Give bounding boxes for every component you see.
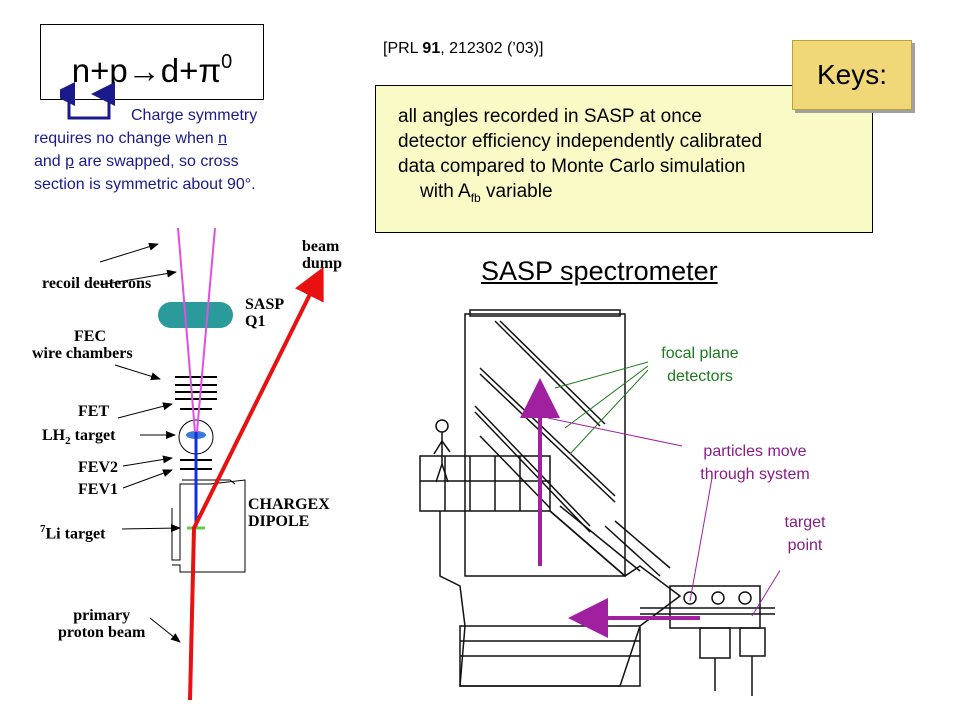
label-beam-dump-1: beam <box>302 238 340 255</box>
charge-note-line-3: and p are swapped, so cross <box>34 150 354 173</box>
label-li-target: 7Li target <box>40 521 105 542</box>
citation-volume: 91 <box>422 40 441 57</box>
label-target-point: target point <box>775 511 835 557</box>
swap-bracket-arrow <box>60 82 115 120</box>
label-particles-move: particles move through system <box>675 440 835 486</box>
label-fev2: FEV2 <box>78 459 118 476</box>
notes-box: all angles recorded in SASP at once dete… <box>375 85 873 233</box>
label-focal-plane-detectors: focal plane detectors <box>640 342 760 388</box>
charge-note-p: p <box>65 153 75 170</box>
label-focal-plane-1: focal plane <box>661 345 739 362</box>
label-fev1: FEV1 <box>78 481 118 498</box>
label-fet: FET <box>78 403 110 420</box>
charge-symmetry-note: Charge symmetry requires no change when … <box>34 104 354 196</box>
charge-note-line-2: requires no change when n <box>34 127 354 150</box>
label-li-sup: 7 <box>40 523 46 535</box>
fec-wire-chambers-icon <box>175 376 217 400</box>
keys-label-box: Keys: <box>792 40 912 110</box>
primary-proton-beam <box>188 266 324 701</box>
label-lh2-target: LH2 target <box>42 427 115 450</box>
note-line-4-sub: fb <box>470 190 481 205</box>
label-chargex-2: DIPOLE <box>248 513 310 530</box>
sasp-spectrometer-drawing <box>419 309 780 696</box>
note-line-4-prefix: with A <box>420 181 471 202</box>
deuteron-track-right <box>196 227 216 433</box>
label-sasp-q1-2: Q1 <box>245 313 266 330</box>
label-primary-2: proton beam <box>58 624 146 641</box>
label-beam-dump-2: dump <box>302 255 343 272</box>
note-line-4: with Afb variable <box>398 179 872 211</box>
deuteron-track-left <box>177 227 196 433</box>
label-sasp-q1-1: SASP <box>245 296 285 313</box>
charge-note-line-3-suffix: are swapped, so cross <box>74 153 239 170</box>
charge-note-n: n <box>218 130 228 147</box>
charge-note-line-3-prefix: and <box>34 153 66 170</box>
citation-suffix: , 212302 (’03)] <box>440 40 544 57</box>
label-li-rest: Li target <box>45 525 106 543</box>
citation-prefix: [PRL <box>383 40 423 57</box>
note-line-4-suffix: variable <box>480 181 553 202</box>
charge-note-line-2-text: requires no change when <box>34 130 219 147</box>
label-fec: FEC <box>74 328 106 345</box>
note-line-2: detector efficiency independently calibr… <box>398 131 763 152</box>
label-lh2-suffix: target <box>70 427 116 444</box>
label-primary-1: primary <box>73 607 131 624</box>
sasp-q1-quad-icon <box>158 302 233 328</box>
label-lh2-sub: 2 <box>65 435 71 448</box>
label-target-point-2: point <box>787 537 823 554</box>
citation: [PRL 91, 212302 (’03)] <box>383 40 543 58</box>
label-focal-plane-2: detectors <box>667 368 733 385</box>
note-line-3: data compared to Monte Carlo simulation <box>398 156 746 177</box>
label-target-point-1: target <box>784 514 826 531</box>
label-recoil-deuterons: recoil deuterons <box>42 275 152 292</box>
label-chargex-1: CHARGEX <box>248 496 330 513</box>
label-lh2-prefix: LH <box>42 427 66 444</box>
reaction-superscript: 0 <box>221 51 233 73</box>
charge-note-line-1: Charge symmetry <box>131 107 258 124</box>
chargex-dipole-outline <box>171 479 246 573</box>
beamline-diagram <box>99 227 324 701</box>
label-particles-2: through system <box>700 466 810 483</box>
label-wire-chambers: wire chambers <box>32 345 133 362</box>
sasp-title: SASP spectrometer <box>481 256 718 286</box>
charge-note-line-4: section is symmetric about 90°. <box>34 176 256 193</box>
note-line-1: all angles recorded in SASP at once <box>398 106 702 127</box>
keys-label: Keys: <box>816 59 888 90</box>
label-particles-1: particles move <box>703 443 807 460</box>
